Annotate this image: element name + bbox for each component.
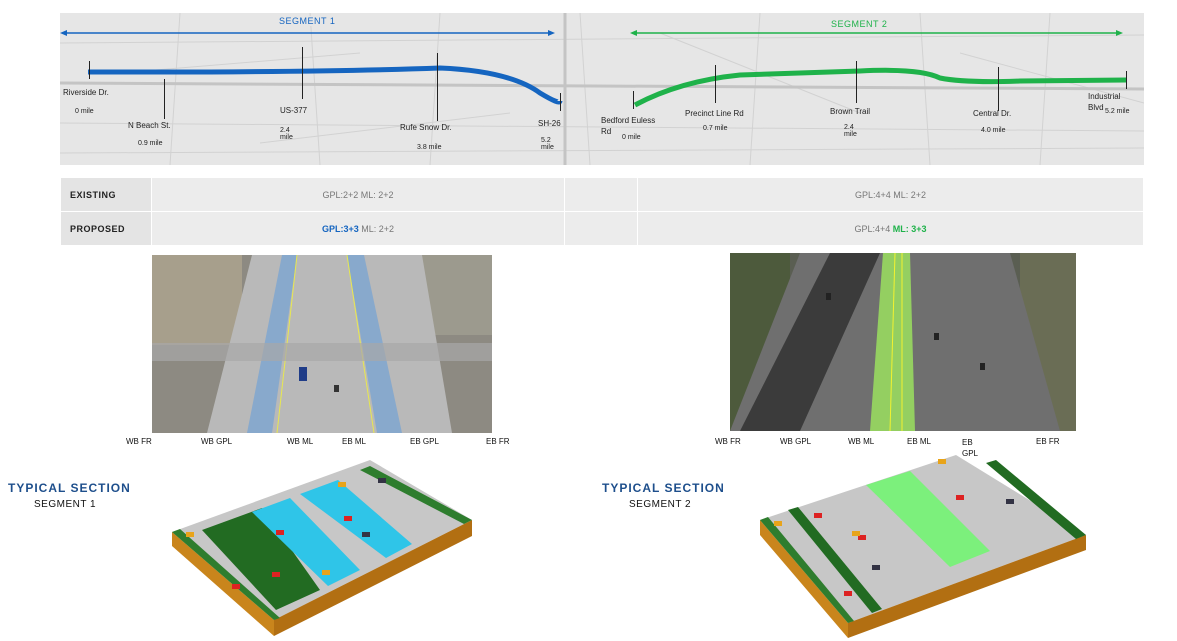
corridor-map: SEGMENT 1 SEGMENT 2 Riverside Dr. 0 mile… xyxy=(60,13,1144,165)
seg2-proposed: GPL:4+4 ML: 3+3 xyxy=(637,211,1144,246)
typical-section-1-diagram xyxy=(172,460,472,636)
photo2-lane-wbfr: WB FR xyxy=(715,437,741,446)
station-industrial-mile: 5.2 mile xyxy=(1105,108,1130,115)
lane-comparison-table: EXISTING GPL:2+2 ML: 2+2 GPL:4+4 ML: 2+2… xyxy=(60,177,1144,246)
photo2-lane-ebgpl: EB GPL xyxy=(962,438,979,458)
seg1-proposed: GPL:3+3 ML: 2+2 xyxy=(151,211,565,246)
photo2-lane-wbgpl: WB GPL xyxy=(780,437,812,446)
station-nbeach-mile: 0.9 mile xyxy=(138,140,163,147)
section2-subtitle: SEGMENT 2 xyxy=(629,499,692,510)
station-rufesnow-name: Rufe Snow Dr. xyxy=(400,123,452,132)
segment-2-route xyxy=(633,67,1127,108)
section1-title: TYPICAL SECTION xyxy=(8,481,131,495)
photo1-lane-ebgpl: EB GPL xyxy=(410,437,439,446)
aerial-photo-1-image xyxy=(152,255,492,433)
segment-2-label: SEGMENT 2 xyxy=(828,19,891,29)
station-central-mile: 4.0 mile xyxy=(981,127,1006,134)
seg1-existing: GPL:2+2 ML: 2+2 xyxy=(151,177,565,212)
station-us377-mile: 2.4 mile xyxy=(280,127,293,141)
aerial-photo-segment-1 xyxy=(152,255,492,433)
aerial-photo-2-image xyxy=(730,253,1076,431)
seg1-proposed-ml: ML: 2+2 xyxy=(358,223,395,234)
station-browntrail-mile: 2.4 mile xyxy=(844,124,857,138)
station-central-name: Central Dr. xyxy=(973,109,1012,118)
station-browntrail-name: Brown Trail xyxy=(830,107,871,116)
station-industrial-name: Industrial Blvd xyxy=(1088,92,1121,112)
seg2-existing: GPL:4+4 ML: 2+2 xyxy=(637,177,1144,212)
station-bedfordeuless-name: Bedford Euless Rd xyxy=(601,116,656,136)
segment-1-route xyxy=(88,65,563,105)
station-riverside-mile: 0 mile xyxy=(75,108,94,115)
station-bedfordeuless-mile: 0 mile xyxy=(622,134,641,141)
station-rufesnow-mile: 3.8 mile xyxy=(417,144,442,151)
station-nbeach-name: N Beach St. xyxy=(128,121,171,130)
existing-label: EXISTING xyxy=(60,177,152,212)
section1-subtitle: SEGMENT 1 xyxy=(34,499,97,510)
table-row-existing: EXISTING GPL:2+2 ML: 2+2 GPL:4+4 ML: 2+2 xyxy=(60,177,1144,212)
photo1-lane-ebfr: EB FR xyxy=(486,437,510,446)
seg2-proposed-gpl: GPL:4+4 xyxy=(854,223,893,234)
route-lines xyxy=(60,30,1127,108)
table-row-proposed: PROPOSED GPL:3+3 ML: 2+2 GPL:4+4 ML: 3+3 xyxy=(60,211,1144,246)
photo1-lane-wbgpl: WB GPL xyxy=(201,437,233,446)
segment-1-label: SEGMENT 1 xyxy=(276,16,339,26)
map-background xyxy=(60,13,1144,165)
station-precinct-mile: 0.7 mile xyxy=(703,125,728,132)
photo2-lane-ebml: EB ML xyxy=(907,437,932,446)
photo1-lane-ebml: EB ML xyxy=(342,437,367,446)
aerial-photo-segment-2 xyxy=(730,253,1076,431)
station-us377-name: US-377 xyxy=(280,106,308,115)
seg1-proposed-gpl: GPL:3+3 xyxy=(321,223,359,234)
station-sh26-mile: 5.2 mile xyxy=(541,137,554,151)
photo1-lane-wbfr: WB FR xyxy=(126,437,152,446)
photo1-lane-wbml: WB ML xyxy=(287,437,314,446)
proposed-label: PROPOSED xyxy=(60,211,152,246)
station-sh26-name: SH-26 xyxy=(538,119,561,128)
station-riverside-name: Riverside Dr. xyxy=(63,88,109,97)
section2-title: TYPICAL SECTION xyxy=(602,481,725,495)
photo2-lane-ebfr: EB FR xyxy=(1036,437,1060,446)
typical-section-2-diagram xyxy=(760,455,1086,638)
photo2-lane-wbml: WB ML xyxy=(848,437,875,446)
seg2-proposed-ml: ML: 3+3 xyxy=(892,223,927,234)
station-precinct-name: Precinct Line Rd xyxy=(685,109,744,118)
